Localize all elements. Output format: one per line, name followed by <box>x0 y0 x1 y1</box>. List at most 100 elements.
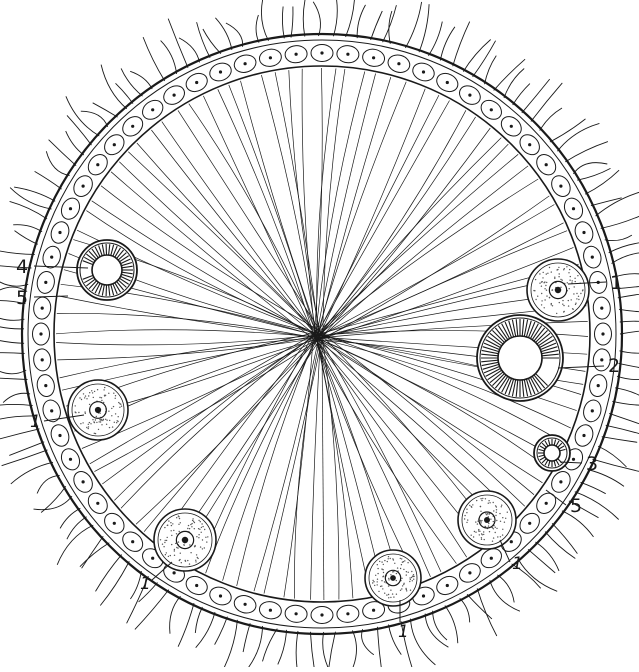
label-2: 2 <box>608 355 620 377</box>
label-1-bottom: 1 <box>398 622 409 642</box>
radial-strand <box>136 337 320 525</box>
radial-strand <box>102 333 319 484</box>
cell-nucleus <box>422 594 425 597</box>
flagellum <box>215 617 228 645</box>
label-1-right: 1 <box>610 272 622 294</box>
cell-nucleus <box>372 609 375 612</box>
cell-nucleus <box>82 185 85 188</box>
flagellum <box>0 325 24 329</box>
flagellum <box>0 377 28 379</box>
cell-nucleus <box>195 584 198 587</box>
cell-nucleus <box>397 62 400 65</box>
flagellum <box>0 249 35 255</box>
flagellum <box>243 623 250 652</box>
cell-nucleus <box>490 557 493 560</box>
flagellum <box>66 131 84 155</box>
radial-strand <box>57 338 319 360</box>
flagellum <box>37 475 60 493</box>
radial-strand <box>314 68 322 337</box>
flagellum <box>0 337 24 343</box>
label-5-left: 5 <box>16 287 28 309</box>
radial-strand <box>317 68 336 333</box>
cell-nucleus <box>50 256 53 259</box>
cell-nucleus <box>572 458 575 461</box>
cell-nucleus <box>528 522 531 525</box>
radial-strand <box>223 338 318 580</box>
cell-nucleus <box>545 163 548 166</box>
flagellum <box>93 103 118 117</box>
cell-nucleus <box>582 231 585 234</box>
flagellum <box>261 0 268 41</box>
cell-nucleus <box>468 94 471 97</box>
flagellum <box>596 191 639 216</box>
cell-nucleus <box>582 434 585 437</box>
cell-nucleus <box>113 522 116 525</box>
cell-nucleus <box>131 540 134 543</box>
cell-nucleus <box>545 502 548 505</box>
radial-strand <box>316 117 475 338</box>
flagellum <box>619 363 639 371</box>
radial-strand <box>137 143 318 333</box>
flagellum <box>96 555 122 592</box>
cell-nucleus <box>58 434 61 437</box>
flagellum <box>460 598 470 622</box>
cell-nucleus <box>446 584 449 587</box>
flagellum <box>581 482 606 493</box>
cell-nucleus <box>468 571 471 574</box>
cell-nucleus <box>572 207 575 210</box>
flagellum <box>411 619 436 665</box>
flagellum <box>80 543 109 567</box>
label-1-left: 1 <box>30 412 41 432</box>
cell-nucleus <box>446 81 449 84</box>
radial-strand <box>261 75 316 337</box>
flagellum <box>428 22 442 56</box>
flagellum <box>195 607 202 633</box>
radial-strand <box>59 296 323 338</box>
flagellum <box>606 425 639 438</box>
radial-strand <box>151 130 319 339</box>
flagellum <box>490 580 520 611</box>
flagellum <box>303 0 308 37</box>
flagellum <box>609 242 639 253</box>
cell-nucleus <box>346 53 349 56</box>
cell-nucleus <box>269 609 272 612</box>
label-1-lower-right: 1 <box>512 554 523 574</box>
flagellum <box>34 496 73 510</box>
flagellum <box>82 536 104 568</box>
radial-strand <box>321 128 490 338</box>
cell-nucleus <box>597 384 600 387</box>
flagellum <box>528 549 555 573</box>
flagellum <box>577 168 610 180</box>
radial-strand <box>294 336 320 598</box>
cell-nucleus <box>244 603 247 606</box>
cell-nucleus <box>295 53 298 56</box>
flagellum <box>168 19 188 68</box>
flagellum <box>0 368 26 374</box>
flagellum <box>100 561 129 605</box>
flagellum <box>282 7 284 39</box>
cell-nucleus <box>173 94 176 97</box>
cell-nucleus <box>528 143 531 146</box>
flagellum <box>346 0 355 37</box>
radial-strand <box>316 74 376 340</box>
flagellum <box>130 71 152 89</box>
flagellum <box>477 588 497 636</box>
flagellum <box>425 614 448 648</box>
cell-nucleus <box>559 185 562 188</box>
flagellum <box>601 216 639 228</box>
leader-line <box>558 366 604 368</box>
cell-nucleus <box>41 358 44 361</box>
radial-strand <box>111 172 313 339</box>
cell-nucleus <box>58 231 61 234</box>
flagellum <box>161 41 177 74</box>
flagellum <box>550 119 586 142</box>
cell-nucleus <box>173 571 176 574</box>
flagellum <box>60 508 80 528</box>
flagellum <box>313 2 320 36</box>
flagellum <box>513 84 530 105</box>
flagellum <box>378 627 383 667</box>
radial-strand <box>264 339 322 593</box>
flagellum <box>35 171 62 189</box>
